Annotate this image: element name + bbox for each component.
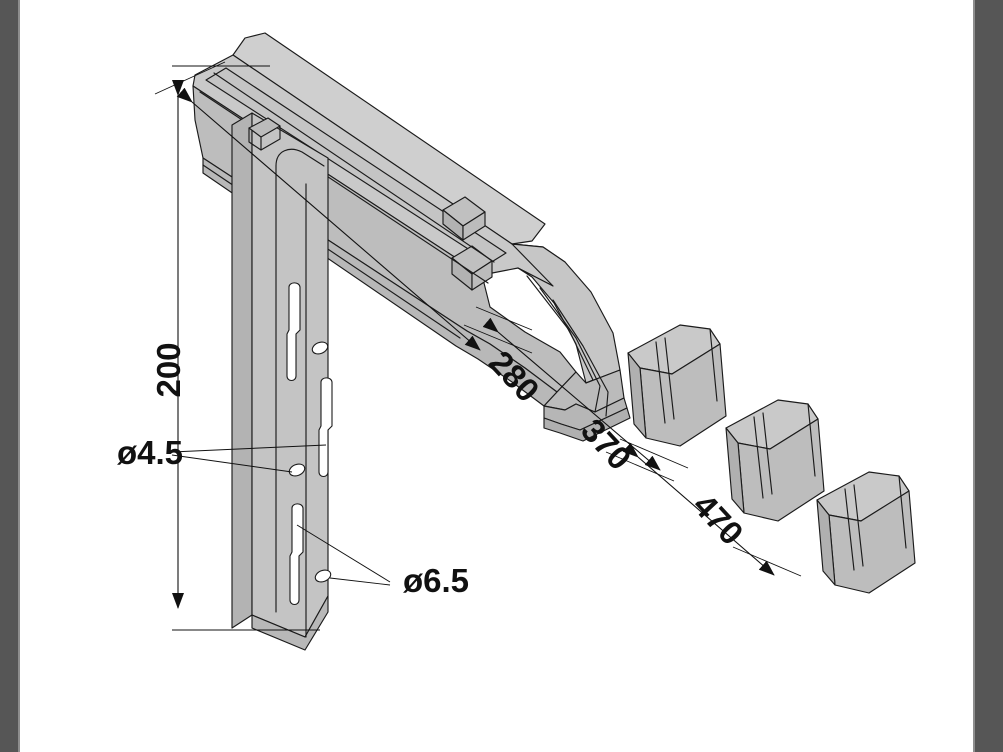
leader-o65-a [296,524,391,583]
callout-small-hole-leaders [171,444,327,473]
variant-1-fold-c [709,328,718,402]
plate-hole-3 [314,569,332,583]
plate-hole-2 [288,463,306,477]
dimension-470 [605,442,802,577]
window-chrome-right-separator [973,0,975,752]
dim-280-line [176,87,481,351]
plate-left-edge [231,112,253,629]
drawing-canvas: 200 280 370 470 [20,0,973,752]
arm-end-variant-2 [725,399,825,522]
dim-470-line [622,442,775,576]
variant-3-fold-b [853,484,864,567]
window-chrome-left [0,0,18,752]
leader-o45-b [171,454,293,473]
technical-drawing-svg: 200 280 370 470 [117,32,916,651]
callout-large-hole-leaders [296,524,391,586]
arm-end-variant-3 [816,471,916,594]
variant-3-side [816,499,836,586]
plate-slot-2 [318,377,333,478]
dim-280-ext-start [154,61,226,95]
window-chrome-left-separator [18,0,20,752]
dimension-200-label: 200 [150,342,187,397]
leader-o65-b [329,577,391,586]
plate-bottom-chamfer [251,595,329,651]
bracket-vertical-plate [231,112,329,651]
variant-1-fold-b [664,337,675,420]
leader-o45-a [171,444,327,453]
variant-3-fold-c [898,475,907,549]
variant-3-fold-a [844,488,855,571]
variant-2-fold-c [807,403,816,477]
plate-slot-3 [289,503,304,606]
dim-470-ext-end [732,546,802,577]
callout-large-hole-label: ø6.5 [403,562,469,599]
window-chrome-right [975,0,1003,752]
arm-end-variant-1 [627,324,727,447]
callout-small-hole-label: ø4.5 [117,434,183,471]
